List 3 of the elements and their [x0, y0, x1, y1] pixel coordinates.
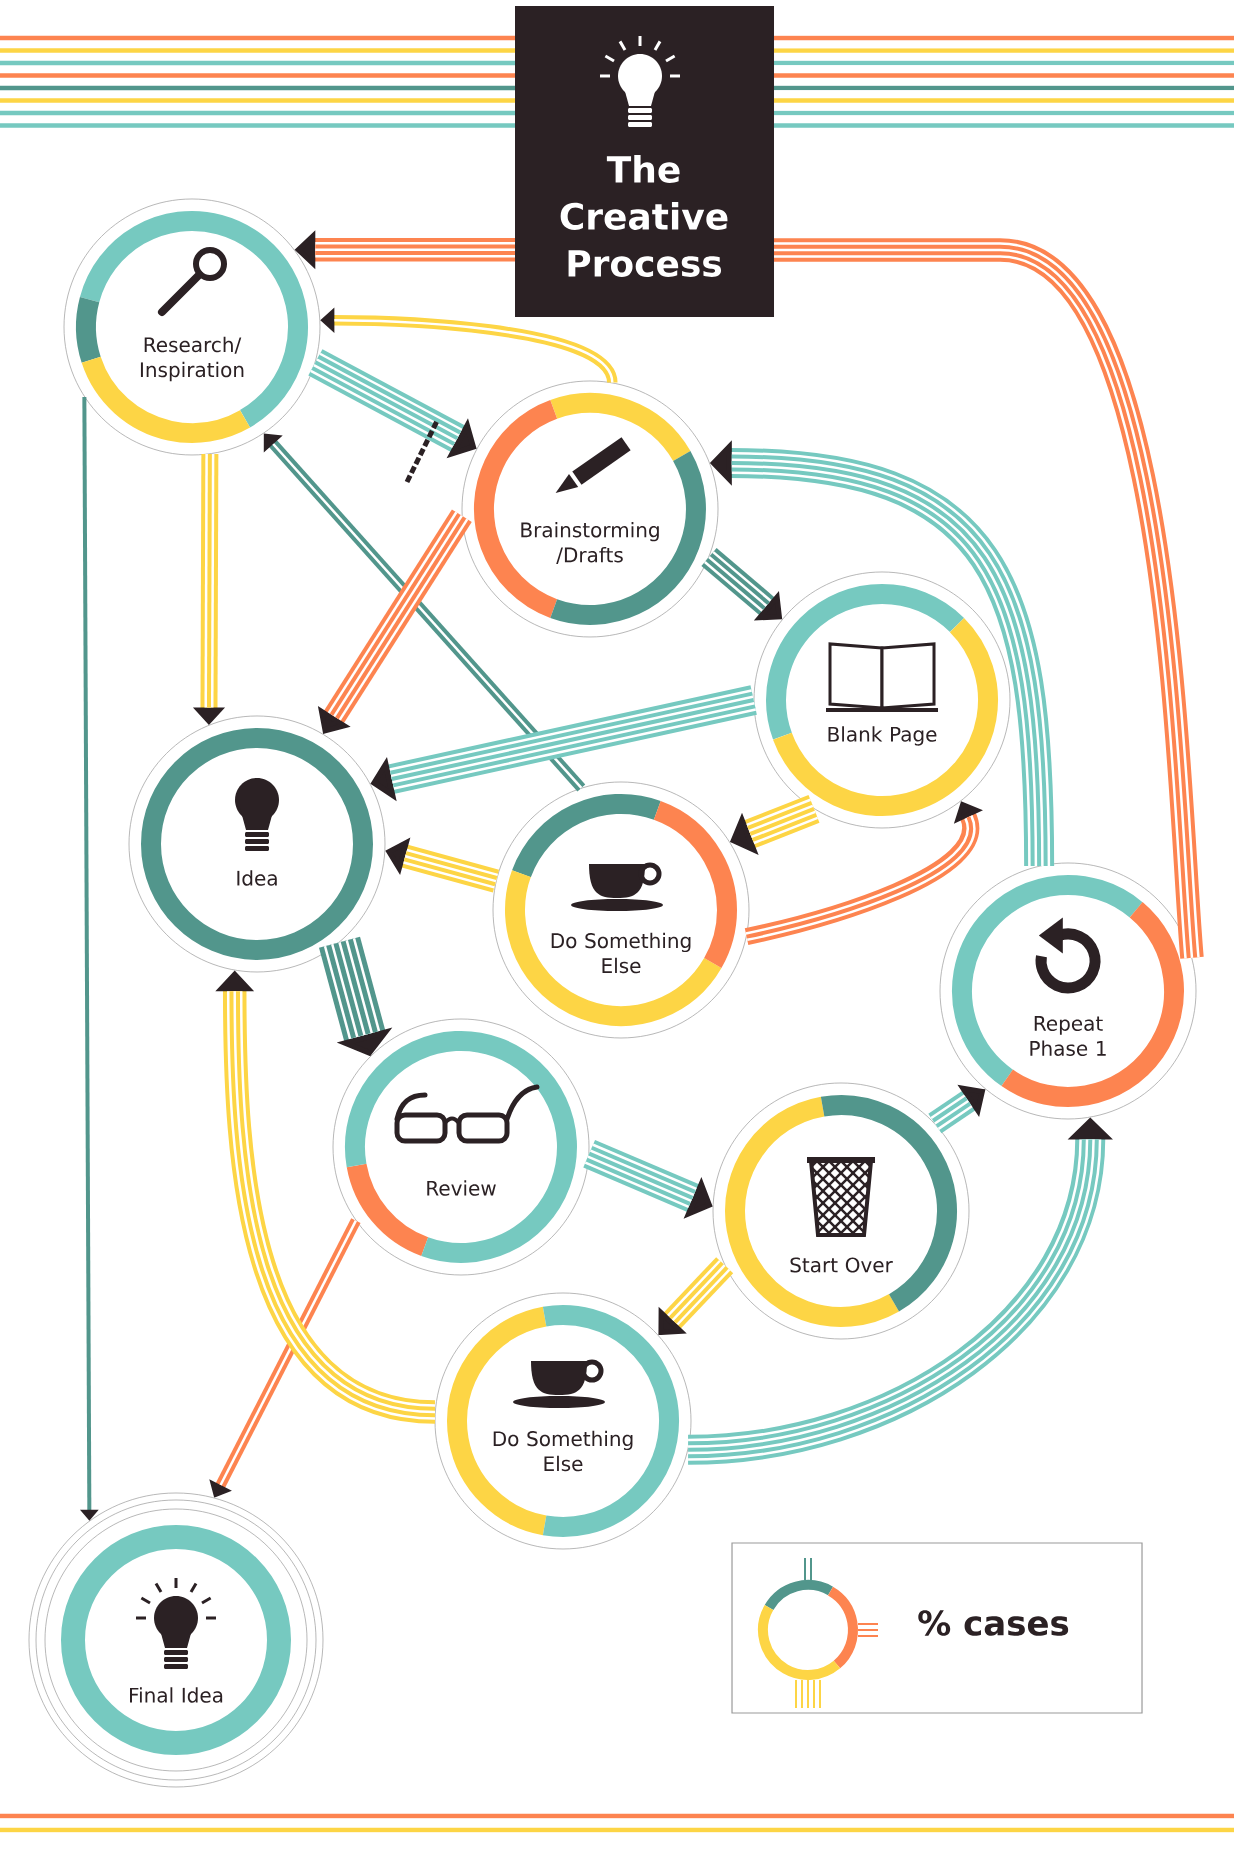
title-banner: The Creative Process [515, 6, 774, 317]
arrow [263, 433, 586, 792]
legend-box: % cases [731, 1542, 1143, 1714]
